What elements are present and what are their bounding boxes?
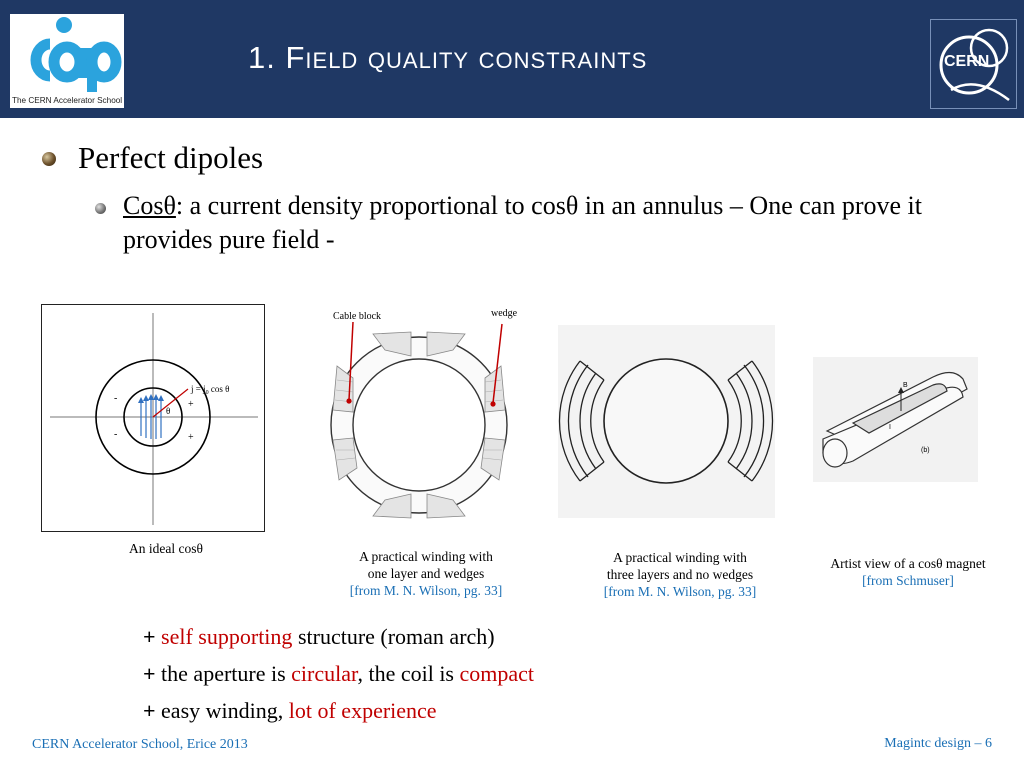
one-layer-winding-diagram: Cable block wedge [330, 308, 518, 519]
caption-one-layer-line1: A practical winding with [359, 549, 493, 564]
label-j-equals: j = j0 cos θ [190, 384, 229, 396]
bullet-cos-theta: Cosθ: a current density proportional to … [123, 189, 953, 257]
advantage-aperture-text: the aperture is [155, 661, 292, 686]
cern-logo: CERN [930, 19, 1017, 109]
bullet-perfect-dipoles: Perfect dipoles [78, 140, 264, 175]
label-panel-b: (b) [921, 447, 930, 454]
advantage-easy-winding: + easy winding, lot of experience [143, 698, 437, 724]
plus-sign: + [143, 624, 156, 649]
cos-theta-term: Cosθ [123, 191, 176, 220]
label-cable-block: Cable block [333, 311, 381, 322]
figure-one-layer-winding: Cable block wedge [325, 300, 525, 530]
highlight-self-supporting: self supporting [161, 624, 293, 649]
figure-three-layer-winding [558, 325, 775, 518]
cas-logo-caption: The CERN Accelerator School [12, 96, 123, 105]
highlight-compact: compact [459, 661, 535, 686]
slide-title: 1. Field quality constraints [248, 40, 648, 75]
caption-one-layer: A practical winding with one layer and w… [326, 548, 526, 599]
label-theta: θ [166, 406, 170, 416]
header-bar: The CERN Accelerator School 1. Field qua… [0, 0, 1024, 118]
footer-school: CERN Accelerator School, Erice 2013 [32, 737, 248, 752]
caption-three-layer-line2: three layers and no wedges [606, 567, 754, 582]
bullet-marker-level1 [42, 152, 56, 166]
advantage-self-supporting: + self supporting structure (roman arch) [143, 624, 495, 650]
figure-ideal-cos-theta: j = j0 cos θ θ + + - - [41, 304, 265, 532]
label-current: I [889, 424, 891, 431]
cas-logo: The CERN Accelerator School [10, 14, 124, 108]
cas-logo-graphic [30, 17, 122, 92]
ideal-cos-theta-diagram: j = j0 cos θ θ + + - - [50, 313, 258, 525]
cern-logo-graphic [939, 28, 1010, 101]
plus-sign: + [143, 698, 156, 723]
bullet-marker-level2 [95, 203, 106, 214]
three-layer-winding-diagram [558, 358, 774, 484]
cos-theta-description: : a current density proportional to cosθ… [123, 191, 922, 254]
label-plus-upper: + [188, 399, 194, 410]
caption-three-layer-ref: [from M. N. Wilson, pg. 33] [603, 584, 757, 599]
cern-logo-text: CERN [944, 53, 990, 70]
caption-artist-view: Artist view of a cosθ magnet [from Schmu… [808, 555, 1008, 589]
advantage-easy-winding-text: easy winding, [155, 698, 289, 723]
label-minus-upper: - [114, 393, 117, 404]
advantage-self-supporting-rest: structure (roman arch) [292, 624, 495, 649]
figure-artist-view: B I (b) [813, 357, 978, 482]
advantage-coil-text: , the coil is [357, 661, 460, 686]
footer-slide-number: Magintc design – 6 [884, 736, 992, 751]
caption-artist-line1: Artist view of a cosθ magnet [830, 556, 986, 571]
caption-one-layer-ref: [from M. N. Wilson, pg. 33] [349, 583, 503, 598]
label-b-field: B [903, 382, 908, 389]
caption-artist-ref: [from Schmuser] [862, 573, 954, 588]
label-minus-lower: - [114, 429, 117, 440]
caption-one-layer-line2: one layer and wedges [367, 566, 485, 581]
label-plus-lower: + [188, 432, 194, 443]
label-wedge: wedge [491, 308, 518, 319]
highlight-circular: circular [291, 661, 358, 686]
artist-view-diagram: B I (b) [822, 371, 968, 468]
caption-three-layer-line1: A practical winding with [613, 550, 747, 565]
caption-ideal-cos-theta: An ideal cosθ [129, 541, 203, 556]
advantage-circular-compact: + the aperture is circular, the coil is … [143, 661, 534, 687]
caption-three-layer: A practical winding with three layers an… [580, 549, 780, 600]
plus-sign: + [143, 661, 156, 686]
highlight-lot-of-experience: lot of experience [288, 698, 437, 723]
